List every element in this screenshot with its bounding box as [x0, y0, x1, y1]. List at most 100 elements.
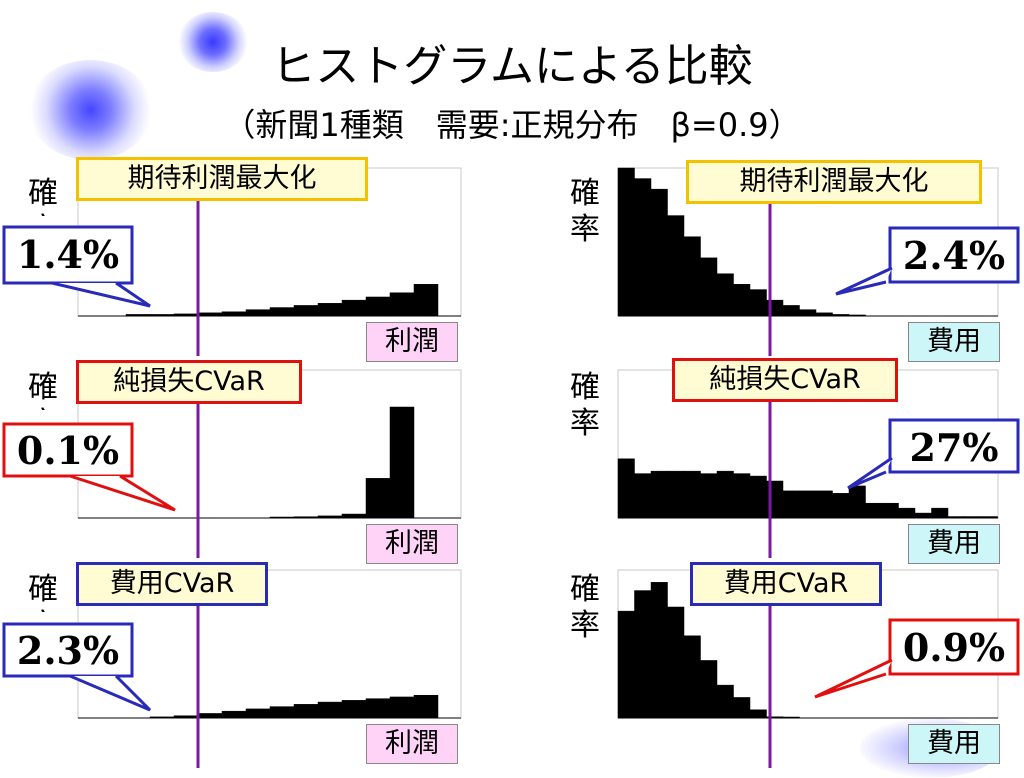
hist-bar-1-6 — [245, 309, 271, 317]
callout-pointer-1 — [22, 281, 151, 308]
hist-bar-4-12 — [799, 490, 817, 519]
hist-bar-4-14 — [832, 493, 850, 519]
hist-bar-2-3 — [650, 188, 668, 317]
hist-bar-4-4 — [667, 470, 685, 519]
x-label-1: 利潤 — [366, 322, 458, 362]
callout-value-1: 1.4% — [16, 232, 120, 277]
x-label-3: 利潤 — [366, 524, 458, 564]
hist-bar-1-8 — [293, 305, 319, 317]
hist-bar-5-10 — [365, 698, 391, 719]
callout-value-5: 2.3% — [16, 628, 120, 673]
method-label-6: 費用CVaR — [690, 562, 882, 606]
hist-bar-1-5 — [221, 311, 247, 317]
hist-bar-3-5 — [365, 478, 391, 519]
hist-bar-4-16 — [865, 502, 883, 519]
callout-box-3 — [2, 422, 134, 478]
callout-pointer-3 — [22, 474, 176, 512]
hist-bar-4-5 — [683, 470, 701, 519]
callout-box-1 — [2, 225, 134, 285]
hist-bar-1-13 — [413, 284, 439, 317]
method-label-3: 純損失CVaR — [76, 360, 302, 404]
hist-bar-5-7 — [293, 704, 319, 719]
hist-bar-2-11 — [782, 305, 800, 317]
x-label-4: 費用 — [908, 524, 1000, 564]
callout-box-6 — [888, 618, 1020, 676]
slide-title: ヒストグラムによる比較 — [271, 41, 753, 92]
callout-value-2: 2.4% — [902, 233, 1006, 278]
hist-bar-4-6 — [700, 473, 718, 519]
hist-bar-5-3 — [197, 713, 223, 719]
x-label-5: 利潤 — [366, 724, 458, 764]
hist-bar-5-5 — [245, 708, 271, 719]
hist-bar-5-6 — [269, 706, 295, 719]
hist-bar-1-11 — [365, 296, 391, 317]
hist-bar-1-9 — [317, 303, 343, 317]
callout-pointer-6 — [814, 658, 893, 699]
hist-bar-4-1 — [617, 458, 635, 519]
slide-subtitle: （新聞1種類 需要:正規分布 β=0.9） — [223, 106, 801, 144]
hist-bar-4-19 — [914, 512, 932, 519]
hist-bar-4-3 — [650, 470, 668, 519]
hist-bar-4-9 — [749, 475, 767, 519]
hist-bar-3-4 — [341, 513, 367, 519]
hist-bar-6-4 — [667, 606, 685, 719]
y-label-2: 確率 — [570, 176, 600, 247]
callout-box-4 — [888, 418, 1020, 474]
hist-bar-1-12 — [389, 292, 415, 317]
hist-bar-4-8 — [733, 473, 751, 519]
hist-bar-6-2 — [634, 590, 652, 719]
y-label-5: 確率 — [28, 572, 58, 612]
hist-bar-1-7 — [269, 307, 295, 317]
callout-box-5 — [2, 622, 134, 678]
hist-bar-4-7 — [716, 470, 734, 519]
callout-pointer-4 — [847, 456, 893, 490]
x-label-6: 費用 — [908, 724, 1000, 764]
callout-value-3: 0.1% — [16, 428, 120, 473]
method-label-1: 期待利潤最大化 — [76, 157, 368, 201]
hist-bar-5-8 — [317, 701, 343, 719]
hist-bar-5-12 — [413, 694, 439, 719]
method-label-2: 期待利潤最大化 — [686, 160, 982, 204]
hist-bar-6-3 — [650, 582, 668, 719]
hist-bar-4-20 — [931, 507, 949, 519]
hist-bar-6-7 — [716, 684, 734, 719]
hist-bar-6-9 — [749, 709, 767, 719]
y-label-1: 確率 — [28, 176, 58, 216]
hist-bar-5-4 — [221, 710, 247, 719]
hist-bar-4-17 — [881, 502, 899, 519]
hist-bar-6-5 — [683, 635, 701, 719]
hist-bar-6-1 — [617, 610, 635, 719]
hist-bar-3-6 — [389, 406, 415, 519]
hist-bar-2-2 — [634, 178, 652, 317]
hist-bar-5-9 — [341, 700, 367, 719]
y-label-6: 確率 — [570, 572, 600, 643]
y-label-4: 確率 — [570, 370, 600, 441]
x-label-2: 費用 — [908, 322, 1000, 362]
hist-bar-5-11 — [389, 696, 415, 719]
hist-bar-4-11 — [782, 490, 800, 519]
hist-bar-6-8 — [733, 697, 751, 719]
hist-bar-4-2 — [634, 473, 652, 519]
hist-bar-1-10 — [341, 299, 367, 317]
hist-bar-2-6 — [700, 257, 718, 317]
hist-bar-4-13 — [815, 490, 833, 519]
hist-bar-2-8 — [733, 284, 751, 317]
decorative-glow-small — [178, 12, 248, 72]
y-label-3: 確率 — [28, 370, 58, 410]
callout-value-4: 27% — [909, 425, 999, 470]
hist-bar-2-9 — [749, 289, 767, 317]
method-label-5: 費用CVaR — [76, 562, 268, 606]
hist-bar-2-7 — [716, 273, 734, 317]
callout-box-2 — [888, 226, 1020, 284]
hist-bar-4-15 — [848, 485, 866, 519]
callout-pointer-5 — [22, 674, 152, 712]
hist-bar-6-6 — [700, 660, 718, 719]
decorative-glow-large — [28, 60, 153, 160]
hist-bar-2-12 — [799, 309, 817, 317]
callout-pointer-2 — [835, 266, 893, 296]
hist-bar-2-4 — [667, 215, 685, 317]
callout-value-6: 0.9% — [902, 625, 1006, 670]
hist-bar-2-1 — [617, 167, 635, 317]
method-label-4: 純損失CVaR — [672, 358, 898, 402]
